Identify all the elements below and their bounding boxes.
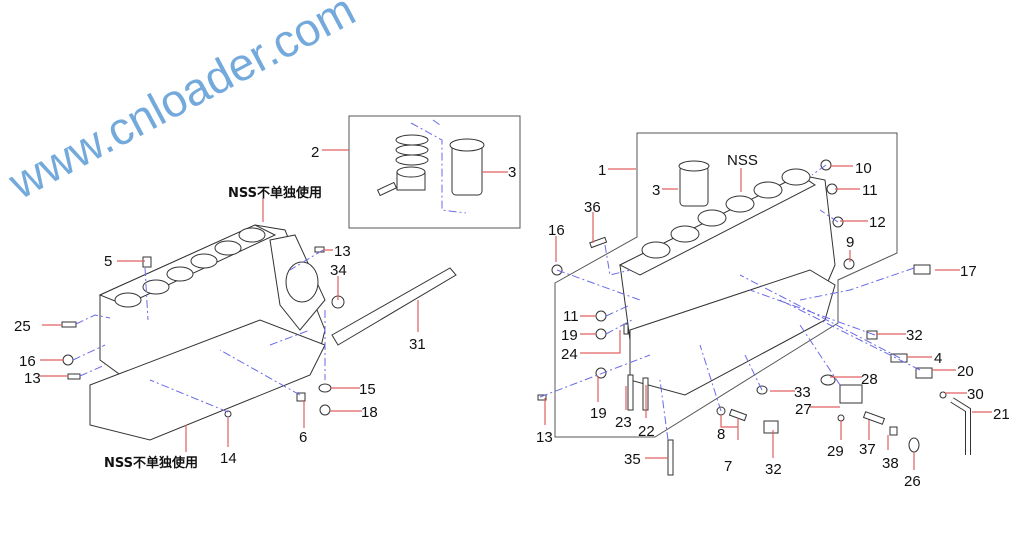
part-label: 21 <box>993 406 1010 423</box>
nss-note-right: NSS <box>727 152 758 169</box>
part-label: 32 <box>906 327 923 344</box>
part-label: 27 <box>795 401 812 418</box>
oil-rail-31 <box>331 267 457 346</box>
part-label: 14 <box>220 450 237 467</box>
part-label: 12 <box>869 214 886 231</box>
part-label: 22 <box>638 423 655 440</box>
piston-kit-box <box>348 115 521 229</box>
part-label: 2 <box>311 144 319 161</box>
part-label: 26 <box>904 473 921 490</box>
part-label: 8 <box>717 426 725 443</box>
tube-21 <box>950 397 971 455</box>
part-label: 33 <box>794 384 811 401</box>
part-label: 13 <box>334 243 351 260</box>
block-assembly-box <box>554 132 898 438</box>
part-label: 19 <box>590 405 607 422</box>
part-label: 16 <box>19 353 36 370</box>
part-label: 6 <box>299 429 307 446</box>
nss-note-bottom: NSS不单独使用 <box>104 455 198 471</box>
part-label: 30 <box>967 386 984 403</box>
piston-rings <box>395 134 429 166</box>
part-label: 32 <box>765 461 782 478</box>
part-label: 35 <box>624 451 641 468</box>
part-label: 37 <box>859 441 876 458</box>
part-label: 28 <box>861 371 878 388</box>
part-label: 23 <box>615 414 632 431</box>
part-label: 19 <box>561 327 578 344</box>
part-label: 24 <box>561 346 578 363</box>
part-label: 18 <box>361 404 378 421</box>
cylinder-liner-right <box>678 160 710 207</box>
part-label: 11 <box>563 308 579 325</box>
part-label: 10 <box>855 160 872 177</box>
part-label: 17 <box>960 263 977 280</box>
part-label: 9 <box>846 234 854 251</box>
part-label: 31 <box>409 336 426 353</box>
watermark: www.cnloader.com <box>0 0 363 209</box>
part-label: 7 <box>724 458 732 475</box>
part-label: 3 <box>652 182 660 199</box>
part-label: 13 <box>536 429 553 446</box>
part-label: 36 <box>584 199 601 216</box>
engine-block-right <box>618 168 836 396</box>
part-label: 20 <box>957 363 974 380</box>
part-label: 29 <box>827 443 844 460</box>
nss-note-top: NSS不单独使用 <box>228 185 322 201</box>
leader-lines <box>40 149 992 470</box>
part-label: 1 <box>598 162 606 179</box>
part-label: 34 <box>330 262 347 279</box>
piston <box>376 166 426 197</box>
part-label: 13 <box>24 370 41 387</box>
part-label: 4 <box>934 350 942 367</box>
part-label: 15 <box>359 381 376 398</box>
part-label: 5 <box>104 253 112 270</box>
part-label: 16 <box>548 222 565 239</box>
part-labels: 2 3 13 5 34 25 31 16 13 15 18 6 14 1 3 1… <box>14 144 1010 490</box>
part-label: 38 <box>882 455 899 472</box>
part-label: 11 <box>862 182 878 199</box>
part-label: 3 <box>508 164 516 181</box>
part-label: 25 <box>14 318 31 335</box>
cylinder-liner-left <box>449 138 485 196</box>
engine-block-left <box>89 224 326 441</box>
